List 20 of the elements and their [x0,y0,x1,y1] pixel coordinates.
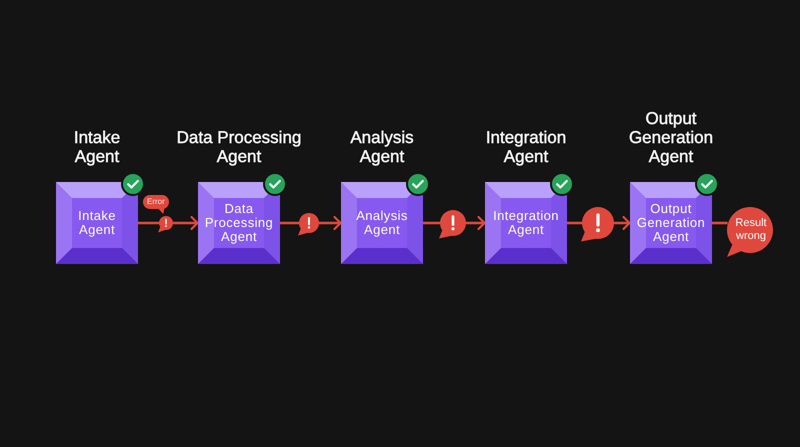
bubble-text: Result wrong [734,217,768,243]
arrow [280,216,342,230]
agent-block [198,182,280,264]
agent-label: Intake Agent [77,209,117,237]
arrow [138,216,199,230]
connector-line [712,222,728,224]
agent-title: Data Processing Agent [176,128,302,166]
agent-block [485,182,567,264]
agent-label: Output Generation Agent [636,202,706,244]
agent-block [630,182,712,264]
agent-label: Data Processing Agent [204,202,274,244]
agent-title: Analysis Agent [349,128,415,166]
agent-block [56,182,138,264]
agent-label: Analysis Agent [355,209,409,237]
edge-label: Error [143,195,169,214]
agent-block [341,182,423,264]
agent-title: Integration Agent [484,128,568,166]
agent-title: Output Generation Agent [628,109,714,166]
agent-title: Intake Agent [72,128,122,166]
agent-label: Integration Agent [492,209,560,237]
